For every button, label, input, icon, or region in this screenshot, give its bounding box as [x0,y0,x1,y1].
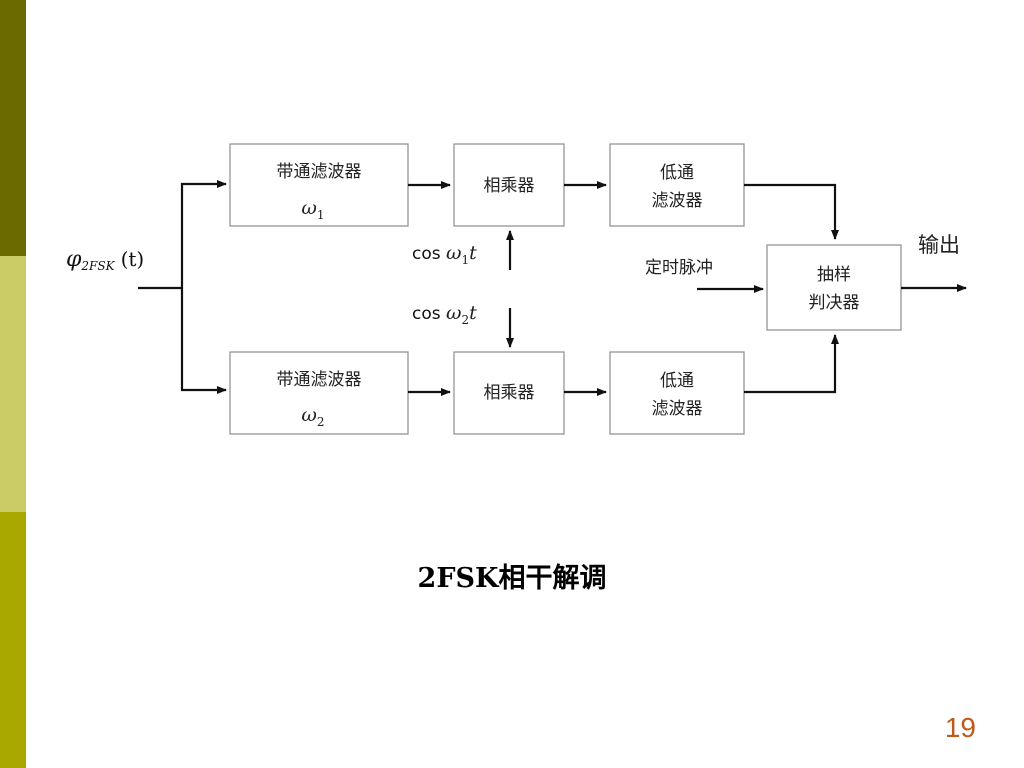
lowpass-filter-2: 低通 滤波器 [609,351,745,435]
sidebar-segment-mid [0,512,26,768]
timing-pulse-label: 定时脉冲 [645,258,713,278]
multiplier-2: 相乘器 [453,351,565,435]
carrier1-label: cos ω1t [412,242,477,267]
sidebar-decoration [0,0,26,768]
wire-lpf1-decision [744,183,839,240]
bpf2-frequency: ω2 [301,404,324,429]
input-signal-label: φ2FSK(t) [66,247,144,273]
bpf1-frequency: ω1 [301,197,324,222]
wire-lpf2-decision [744,334,839,394]
bandpass-filter-1: 带通滤波器 ω1 [229,143,409,227]
page-number: 19 [944,712,976,743]
svg-text:低通: 低通 [660,371,694,391]
bandpass-filter-2: 带通滤波器 ω2 [229,351,409,435]
svg-text:相乘器: 相乘器 [484,383,535,403]
sidebar-segment-dark [0,0,26,256]
svg-text:带通滤波器: 带通滤波器 [277,162,362,182]
svg-text:带通滤波器: 带通滤波器 [277,370,362,390]
carrier2-label: cos ω2t [412,302,477,327]
svg-text:滤波器: 滤波器 [652,399,703,419]
upper-split-wire [180,180,227,288]
svg-text:判决器: 判决器 [809,293,860,313]
svg-text:滤波器: 滤波器 [652,191,703,211]
svg-text:低通: 低通 [660,163,694,183]
lower-split-wire [180,288,227,394]
slide-caption: 2FSK相干解调 [417,563,607,594]
svg-text:抽样: 抽样 [817,265,851,285]
output-label: 输出 [918,233,960,257]
multiplier-1: 相乘器 [453,143,565,227]
sample-decision-block: 抽样 判决器 [766,244,902,331]
sidebar-segment-light [0,256,26,512]
lowpass-filter-1: 低通 滤波器 [609,143,745,227]
svg-text:相乘器: 相乘器 [484,176,535,196]
